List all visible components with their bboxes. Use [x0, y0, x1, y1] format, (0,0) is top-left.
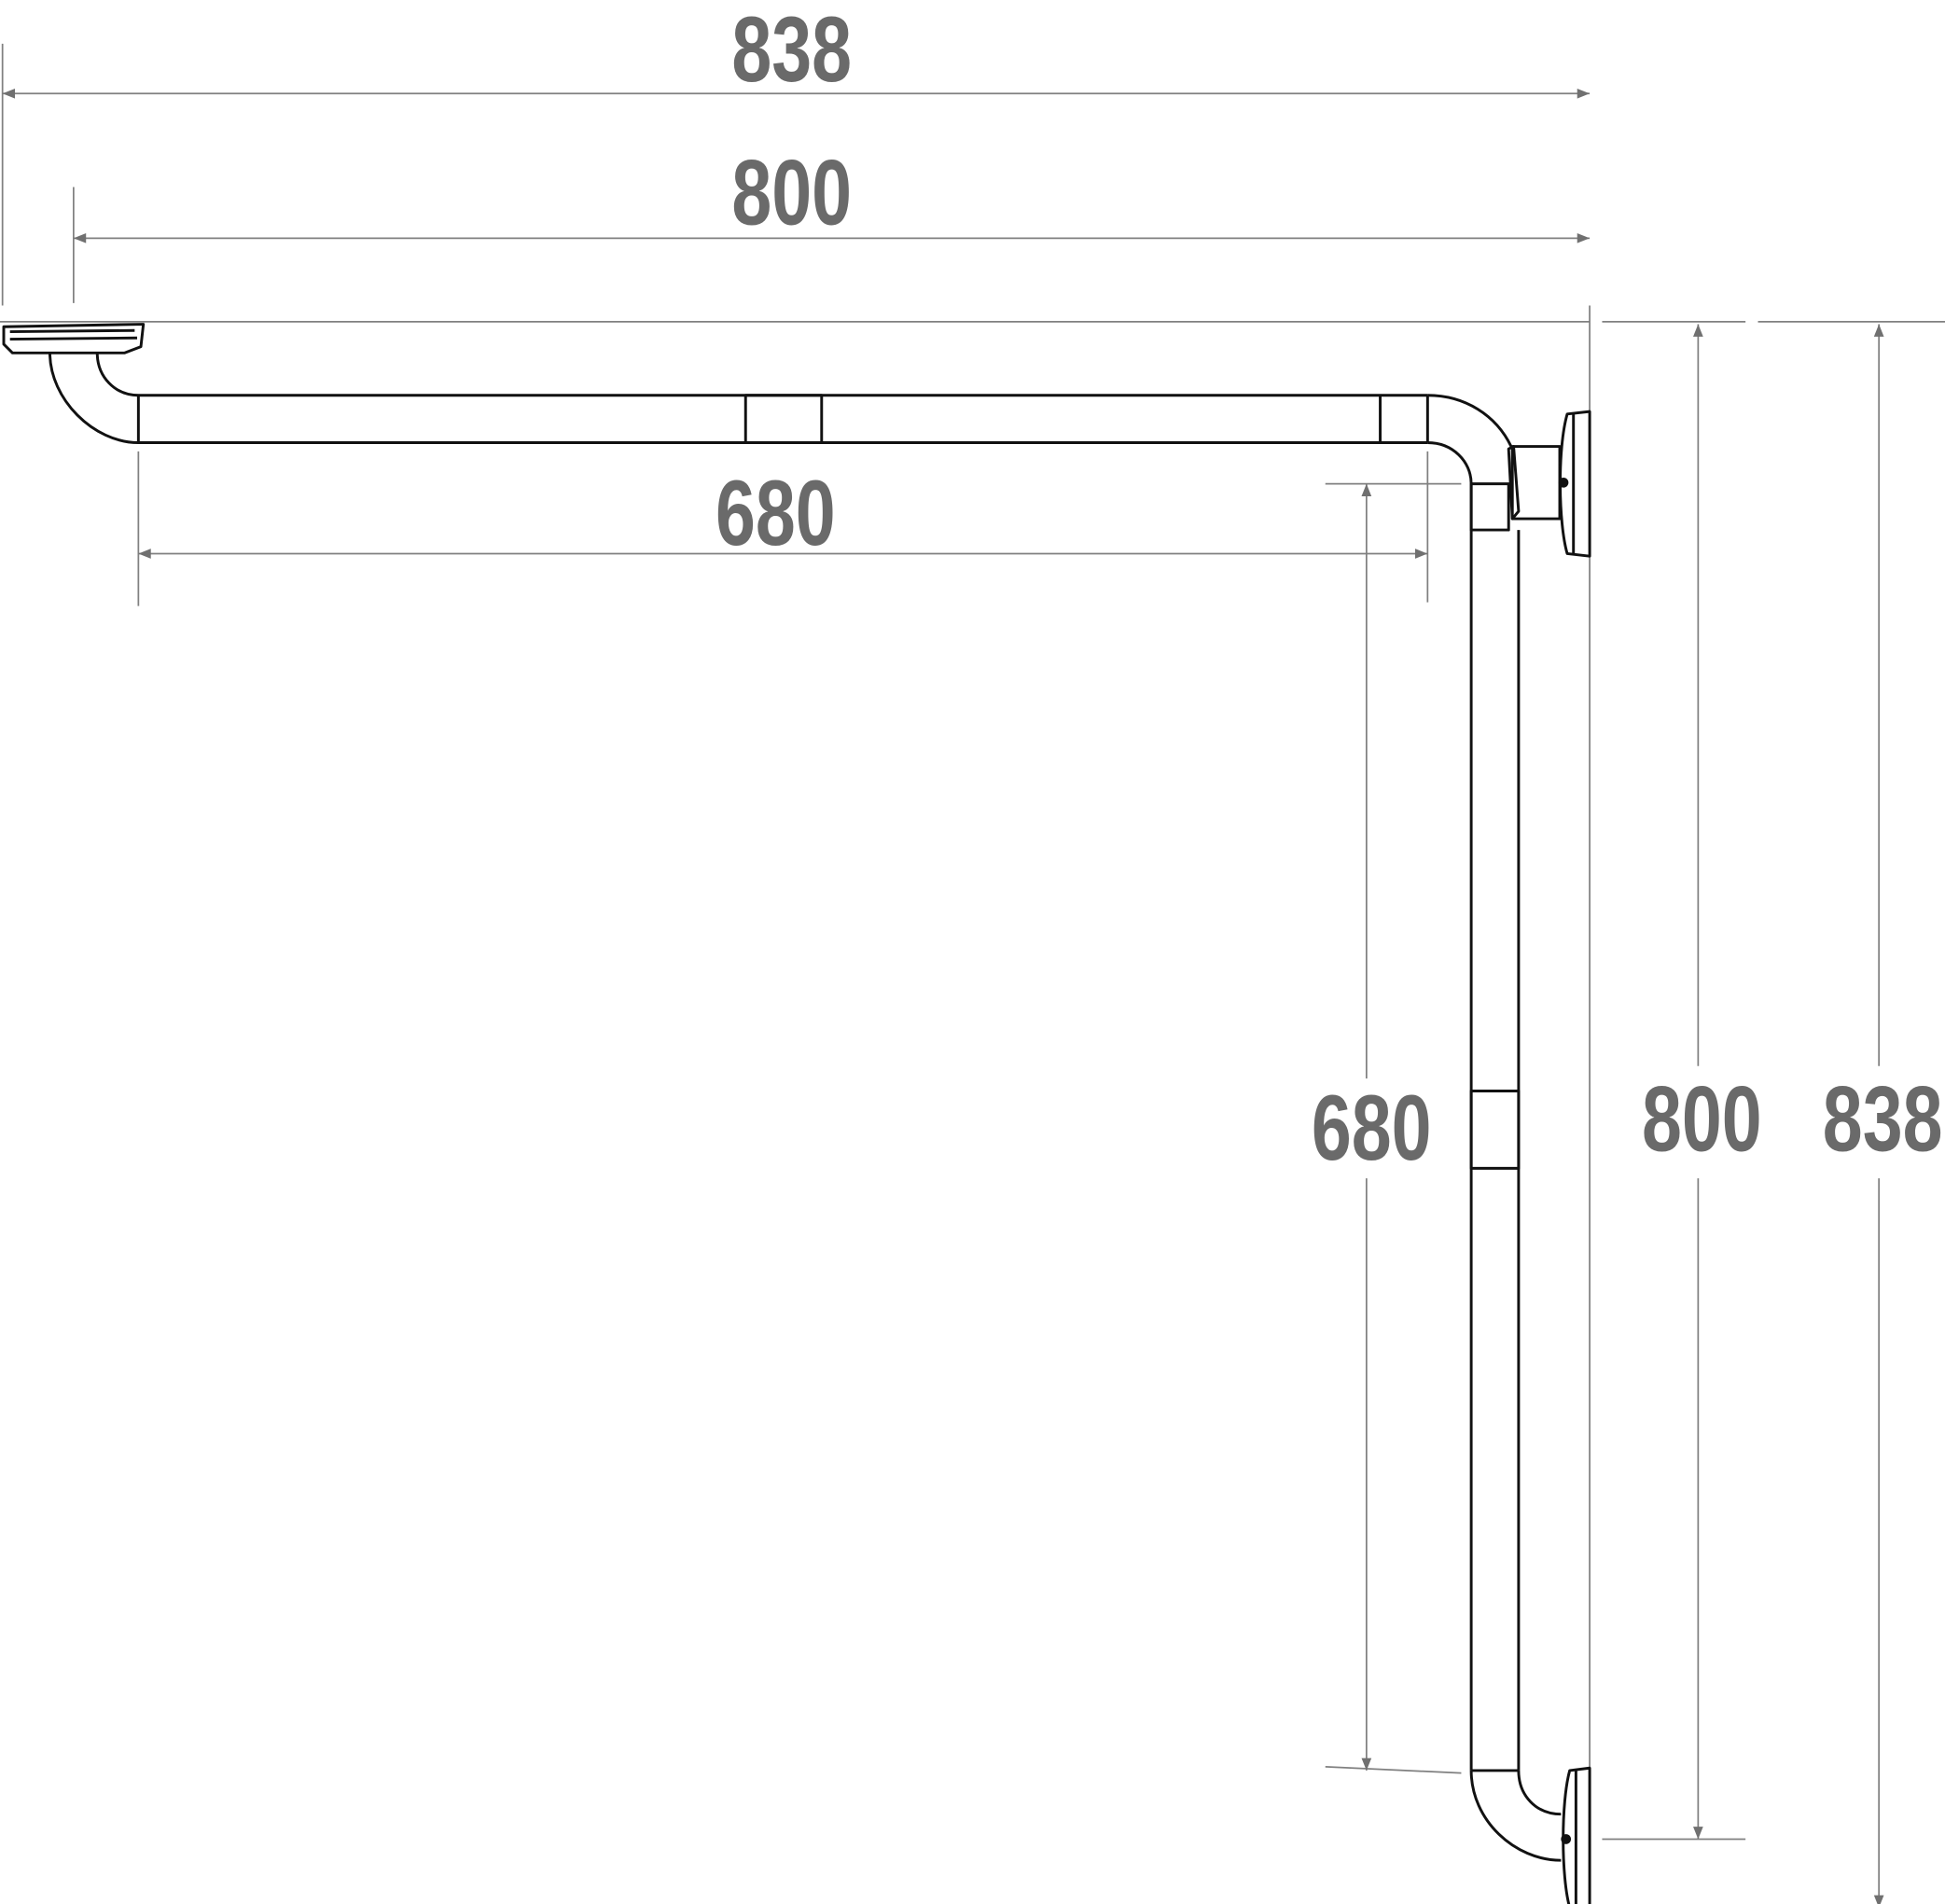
dimension-label: 800	[1642, 1067, 1762, 1170]
dimension-label: 838	[731, 0, 852, 101]
vertical-bar	[1427, 394, 1562, 1862]
dimension-label: 680	[715, 462, 836, 564]
dimension-label: 680	[1312, 1077, 1432, 1179]
dimension-vertical-grip: 680	[1312, 482, 1462, 1774]
dimension-bar-width: 800	[72, 141, 1591, 303]
dimension-overall-height: 838	[1757, 321, 1945, 1904]
wall-bracket-bottom	[1561, 1766, 1591, 1904]
wall-bracket-top	[1510, 410, 1591, 558]
dimension-overall-width: 838	[1, 0, 1591, 306]
dimension-horizontal-grip: 680	[137, 451, 1429, 606]
dimension-bar-height: 800	[1602, 321, 1762, 1841]
dimension-label: 800	[731, 141, 852, 243]
horizontal-bar	[2, 323, 1429, 444]
dimension-label: 838	[1823, 1067, 1943, 1170]
